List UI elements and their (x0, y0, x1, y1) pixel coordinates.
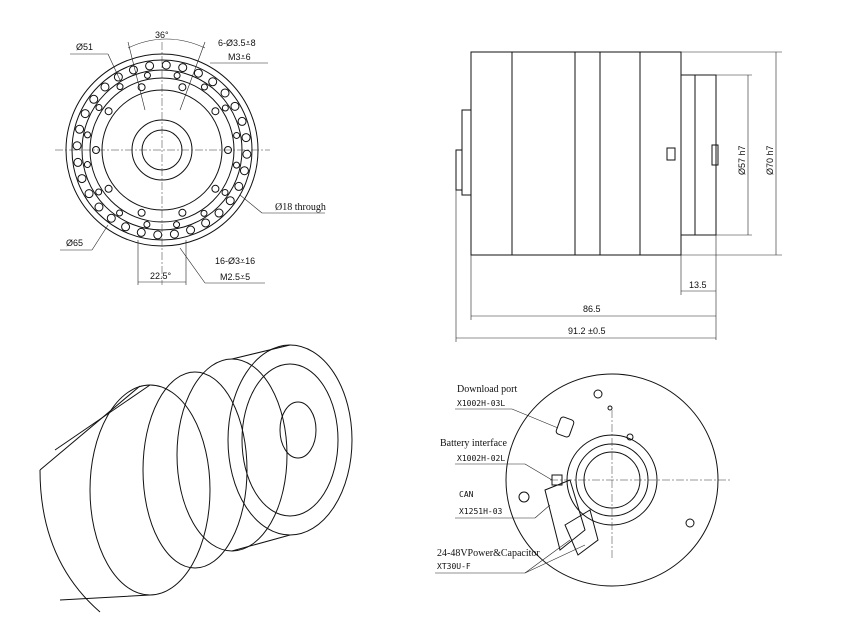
bolt-hole (128, 65, 138, 75)
bolt-hole (232, 161, 240, 169)
bolt-hole (201, 218, 211, 228)
bolt-hole (193, 68, 203, 78)
bolt-hole (95, 104, 103, 112)
dim-d70: Ø70 h7 (765, 145, 775, 175)
bolt-hole (94, 202, 104, 212)
isometric-view (39, 344, 353, 613)
dim-angle-22: 22.5° (150, 271, 172, 281)
bolt-hole (225, 196, 235, 206)
bolt-hole (83, 161, 91, 169)
dim-m25: M2.5⩡5 (220, 272, 250, 282)
bolt-hole (178, 63, 188, 73)
bolt-hole (84, 189, 94, 199)
bolt-hole (241, 133, 251, 143)
bolt-hole (136, 227, 146, 237)
dim-angle-36: 36° (155, 30, 169, 40)
dim-91-2: 91.2 ±0.5 (568, 326, 605, 336)
bolt-hole (92, 146, 100, 154)
dim-d57: Ø57 h7 (737, 145, 747, 175)
dim-holes-16: 16-Ø3⩡16 (215, 256, 255, 266)
bolt-hole (214, 208, 224, 218)
bolt-hole (80, 109, 90, 119)
bolt-hole (200, 209, 208, 217)
bolt-hole (221, 104, 229, 112)
dim-d51: Ø51 (76, 42, 93, 52)
bolt-hole (169, 229, 179, 239)
bolt-hole (173, 221, 181, 229)
bolt-hole (116, 83, 124, 91)
dim-13-5: 13.5 (689, 280, 707, 290)
bolt-hole (224, 146, 232, 154)
bolt-hole (104, 107, 113, 116)
bolt-hole (145, 61, 155, 71)
bolt-hole (89, 94, 99, 104)
bolt-hole (230, 101, 240, 111)
bolt-hole (95, 188, 103, 196)
bolt-hole (173, 72, 181, 80)
dim-m3: M3⩡6 (228, 52, 251, 62)
dim-through: Ø18 through (275, 202, 326, 213)
bolt-hole (73, 157, 83, 167)
bolt-hole (77, 174, 87, 184)
bolt-hole (143, 220, 151, 228)
bolt-hole (137, 208, 146, 217)
bolt-hole (121, 222, 131, 232)
bolt-hole (153, 230, 163, 240)
bolt-hole (234, 181, 244, 191)
label-can: CAN (459, 490, 474, 499)
label-power: 24-48VPower&Capacitor (437, 548, 540, 559)
rear-view (505, 373, 730, 587)
bolt-hole (178, 208, 187, 217)
bolt-hole (200, 83, 208, 91)
bolt-hole (208, 77, 218, 87)
bolt-hole (221, 188, 229, 196)
bolt-hole (104, 184, 113, 193)
label-battery-interface: Battery interface (440, 438, 507, 449)
bolt-hole (161, 60, 171, 70)
bolt-hole (106, 213, 116, 223)
code-download-port: X1002H-03L (457, 399, 505, 408)
code-power: XT30U-F (437, 562, 471, 571)
bolt-hole (233, 131, 241, 139)
bolt-hole (137, 83, 146, 92)
bolt-hole (84, 131, 92, 139)
label-download-port: Download port (457, 384, 517, 395)
bolt-hole (113, 72, 123, 82)
bolt-hole (220, 88, 230, 98)
bolt-hole (72, 141, 82, 151)
front-view (55, 38, 270, 285)
code-battery-interface: X1002H-02L (457, 454, 505, 463)
bolt-hole (100, 82, 110, 92)
bolt-hole (242, 149, 252, 159)
bolt-hole (239, 166, 249, 176)
bolt-hole (178, 83, 187, 92)
bolt-hole (143, 71, 151, 79)
dim-holes-6: 6-Ø3.5⩡8 (218, 38, 256, 48)
side-view (455, 51, 782, 342)
bolt-hole (116, 209, 124, 217)
bolt-hole (237, 116, 247, 126)
bolt-hole (211, 184, 220, 193)
code-can: X1251H-03 (459, 507, 503, 516)
bolt-hole (211, 107, 220, 116)
dim-86-5: 86.5 (583, 304, 601, 314)
bolt-hole (186, 225, 196, 235)
bolt-hole (75, 124, 85, 134)
dim-d65: Ø65 (66, 238, 83, 248)
